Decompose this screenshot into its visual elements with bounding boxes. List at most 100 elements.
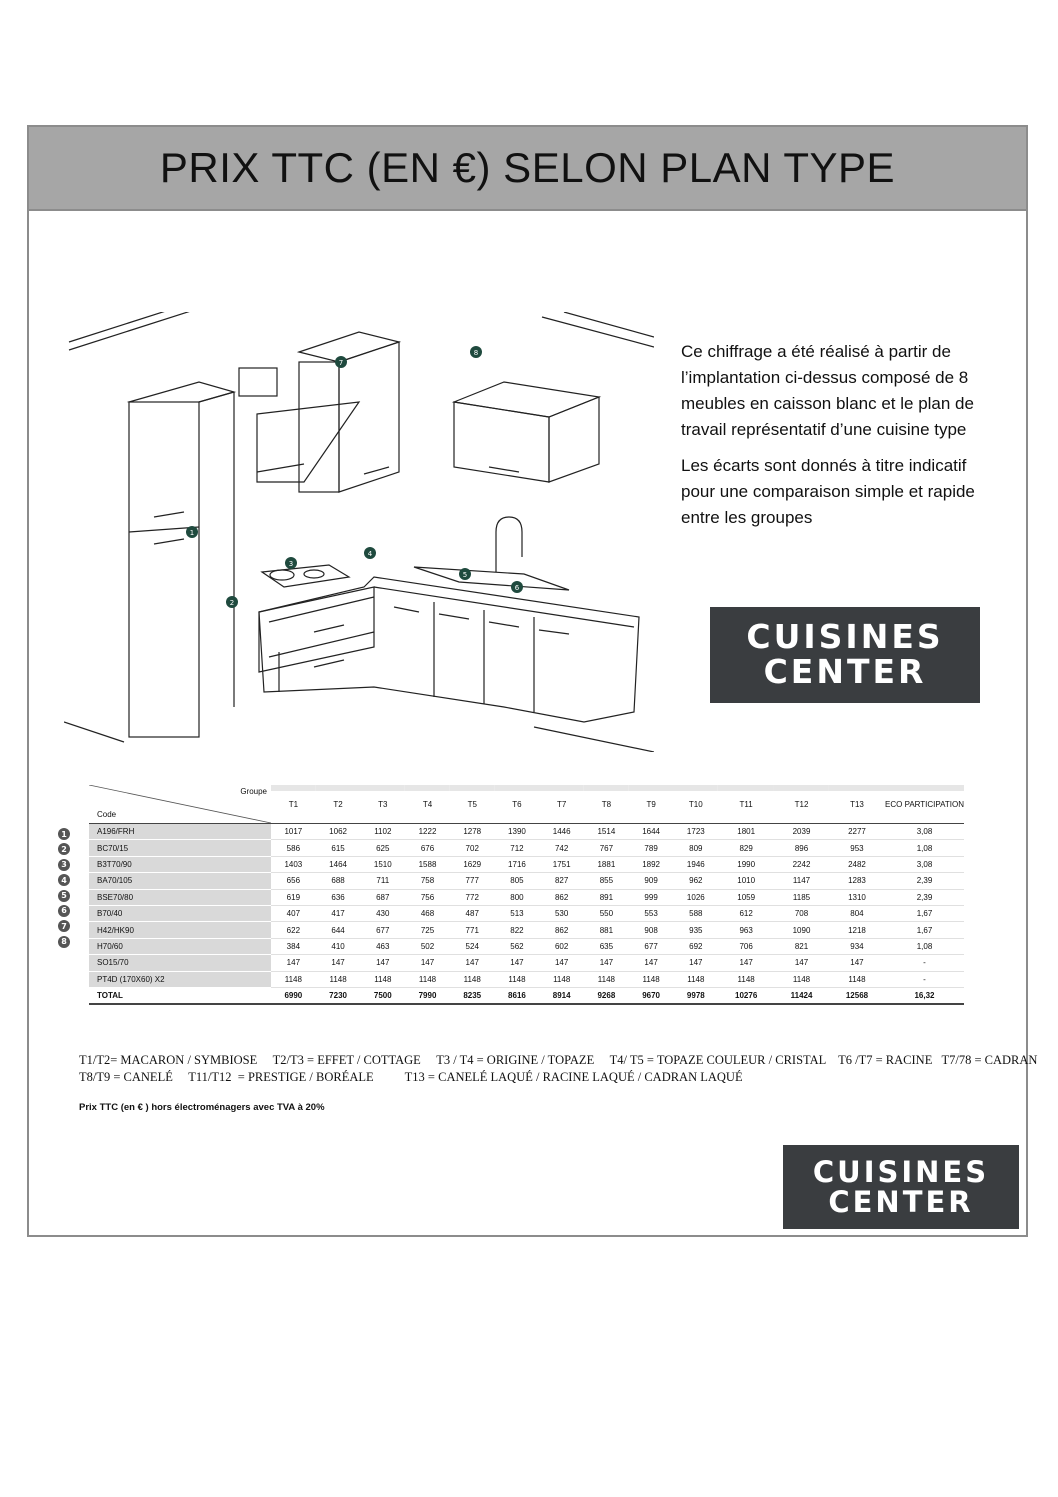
svg-text:4: 4 (368, 550, 373, 558)
page-frame: PRIX TTC (EN €) SELON PLAN TYPE (27, 125, 1037, 1237)
logo-line-1: CUISINES (746, 617, 944, 657)
price-cell: 1723 (673, 823, 719, 841)
price-cell: 862 (539, 921, 585, 939)
price-cell: 1390 (494, 823, 540, 841)
row-marker: 6 (58, 904, 70, 917)
price-cell: 644 (315, 921, 361, 939)
column-header: T9 (628, 785, 674, 824)
price-cell: 619 (271, 889, 316, 906)
price-cell: 586 (271, 839, 316, 857)
page-title: PRIX TTC (EN €) SELON PLAN TYPE (159, 144, 896, 191)
price-cell: 2242 (774, 856, 829, 874)
price-cell: 1017 (271, 823, 316, 841)
price-cell: 896 (774, 839, 829, 857)
column-header: T5 (449, 785, 495, 824)
price-cell: 692 (673, 938, 719, 956)
price-cell: 147 (828, 954, 886, 972)
price-cell: 821 (774, 938, 829, 956)
price-cell: 758 (405, 872, 450, 890)
row-code: B3T70/90 (89, 856, 271, 874)
price-cell: 1059 (718, 889, 775, 906)
price-cell: 636 (315, 889, 361, 906)
price-cell: 772 (449, 889, 495, 906)
cuisines-center-logo-bottom: CUISINES CENTER (783, 1145, 1019, 1229)
price-cell: 147 (494, 954, 540, 972)
price-cell: 742 (539, 839, 585, 857)
price-cell: 2277 (828, 823, 886, 841)
row-code: TOTAL (89, 986, 271, 1006)
price-cell: 809 (673, 839, 719, 857)
drawing-marker: 2 (226, 596, 238, 608)
price-cell: 777 (449, 872, 495, 890)
price-cell: 12568 (828, 986, 886, 1006)
row-marker: 8 (58, 935, 70, 948)
row-code: BSE70/80 (89, 889, 271, 906)
row-code: H42/HK90 (89, 921, 271, 939)
svg-text:6: 6 (515, 584, 520, 592)
column-header: T7 (539, 785, 585, 824)
table-header-row: Groupe Code T1 T2 T3 T4 T5 T6 T7 T8 T9 T… (89, 785, 964, 824)
price-cell: 625 (360, 839, 406, 857)
price-cell: 1514 (584, 823, 629, 841)
price-cell: 10276 (718, 986, 775, 1006)
price-cell: 147 (774, 954, 829, 972)
price-cell: 800 (494, 889, 540, 906)
price-cell: 702 (449, 839, 495, 857)
price-cell: 147 (584, 954, 629, 972)
price-cell: 6990 (271, 986, 316, 1006)
price-cell: 2482 (828, 856, 886, 874)
price-cell: 9978 (673, 986, 719, 1006)
price-cell: 562 (494, 938, 540, 956)
price-cell: 553 (628, 905, 674, 923)
column-header: T12 (774, 785, 829, 824)
price-cell: - (885, 954, 964, 972)
row-code: BC70/15 (89, 839, 271, 857)
row-markers: 1 2 3 4 5 6 7 8 (58, 828, 74, 951)
price-cell: 502 (405, 938, 450, 956)
row-code: B70/40 (89, 905, 271, 923)
row-code: SO15/70 (89, 954, 271, 972)
price-cell: 1310 (828, 889, 886, 906)
column-header: T3 (360, 785, 406, 824)
svg-text:5: 5 (463, 571, 467, 579)
column-header: T11 (718, 785, 775, 824)
price-cell: 463 (360, 938, 406, 956)
price-cell: 410 (315, 938, 361, 956)
price-cell: 1147 (774, 872, 829, 890)
price-cell: 677 (628, 938, 674, 956)
price-cell: - (885, 971, 964, 988)
price-cell: 771 (449, 921, 495, 939)
price-cell: 468 (405, 905, 450, 923)
diagonal-line (89, 785, 271, 823)
price-note: Prix TTC (en € ) hors électroménagers av… (79, 1102, 325, 1113)
price-cell: 1801 (718, 823, 775, 841)
cuisines-center-logo: CUISINES CENTER (710, 607, 980, 703)
price-cell: 7990 (405, 986, 450, 1006)
row-marker: 4 (58, 874, 70, 887)
price-cell: 1026 (673, 889, 719, 906)
price-cell: 1222 (405, 823, 450, 841)
price-cell: 2,39 (885, 889, 964, 906)
row-marker: 2 (58, 843, 70, 856)
row-code: BA70/105 (89, 872, 271, 890)
price-cell: 1,08 (885, 938, 964, 956)
price-cell: 1090 (774, 921, 829, 939)
price-cell: 1,08 (885, 839, 964, 857)
price-cell: 1403 (271, 856, 316, 874)
price-cell: 1148 (628, 971, 674, 988)
price-cell: 708 (774, 905, 829, 923)
drawing-marker: 1 (186, 526, 198, 538)
price-cell: 827 (539, 872, 585, 890)
price-cell: 1881 (584, 856, 629, 874)
price-table: Groupe Code T1 T2 T3 T4 T5 T6 T7 T8 T9 T… (89, 785, 964, 1006)
price-cell: 16,32 (885, 986, 964, 1006)
